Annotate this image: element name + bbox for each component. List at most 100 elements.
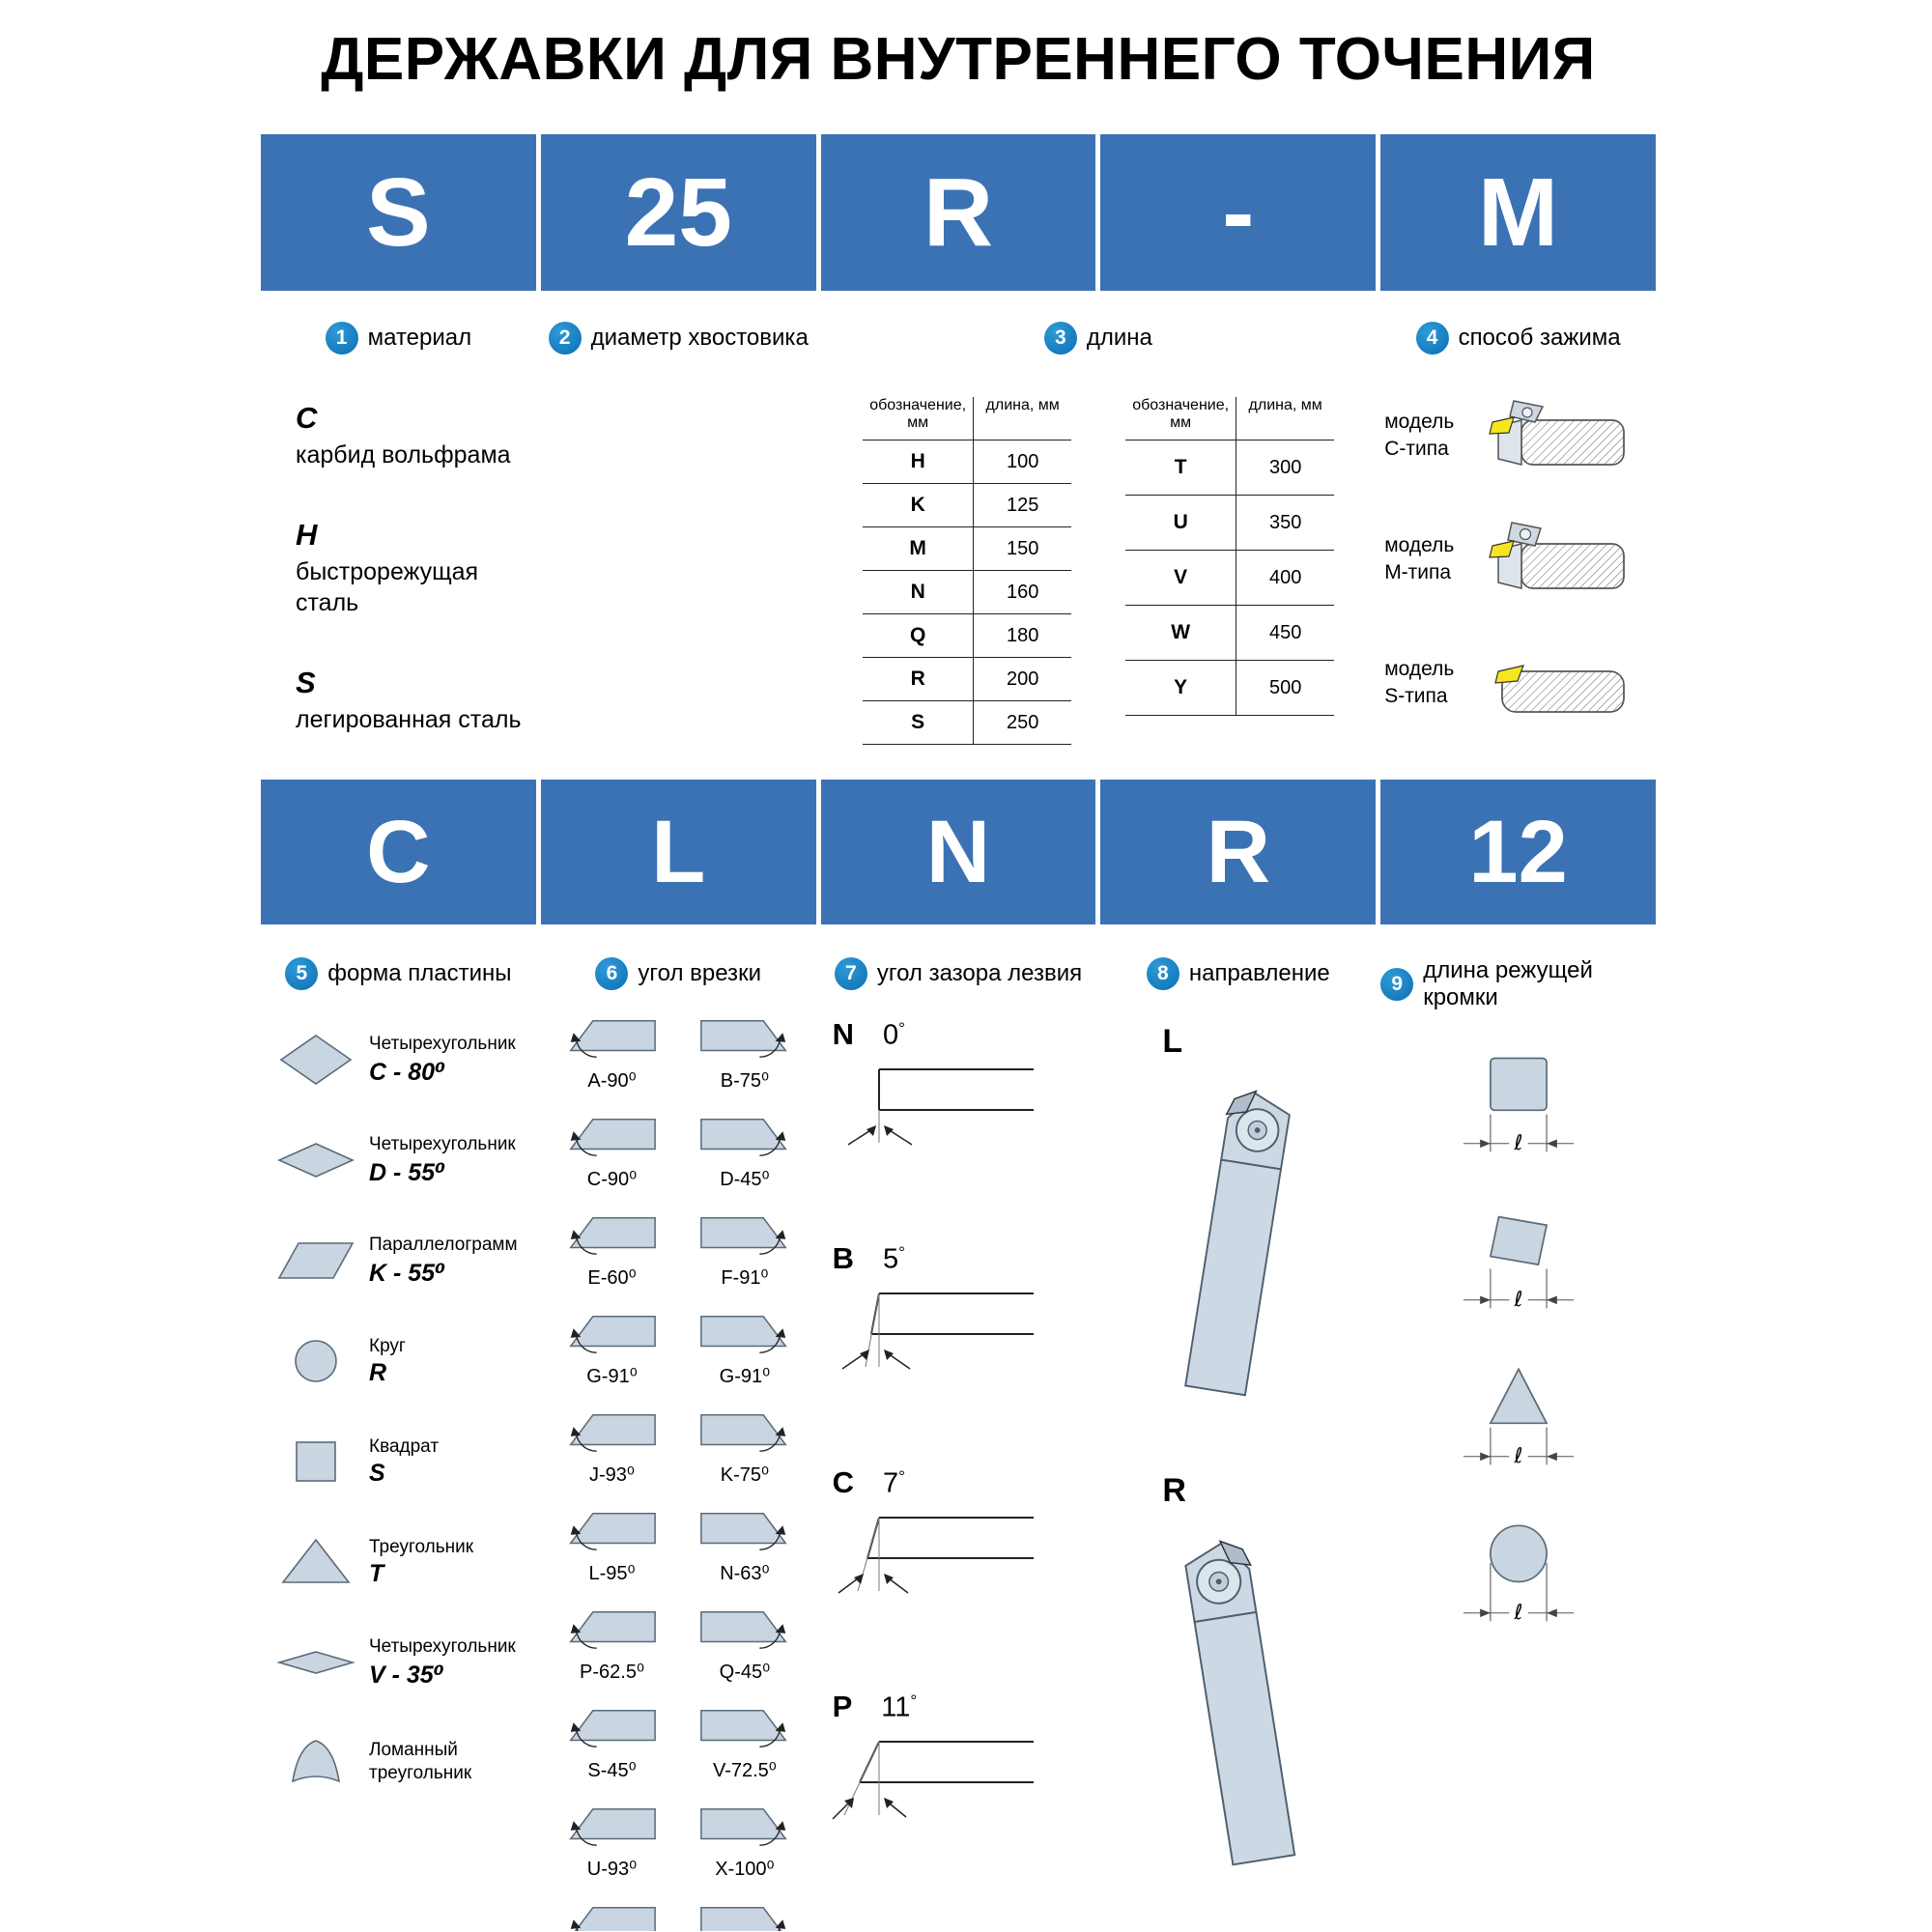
- badge-4: 4: [1415, 322, 1449, 355]
- clamp-model-c: модель C-типа: [1384, 393, 1656, 478]
- edge-length-parallelogram-icon: ℓ: [1463, 1215, 1574, 1312]
- length-code: T: [1125, 440, 1237, 495]
- approach-angle-label: P-62.5⁰: [580, 1662, 644, 1683]
- svg-text:ℓ: ℓ: [1513, 1131, 1522, 1155]
- approach-angle-item: P-62.5⁰: [549, 1606, 675, 1684]
- approach-angle-label: K-75⁰: [720, 1464, 770, 1486]
- shape-item-c80: Четырехугольник C - 80⁰: [276, 1029, 536, 1091]
- length-row: N 160: [862, 571, 1071, 614]
- length-table-head: обозначение, мм длина, мм: [862, 397, 1071, 440]
- clamp-c-type-icon: [1489, 400, 1625, 466]
- code-cell-approach-angle: L: [540, 780, 816, 924]
- approach-angle-item: X-100⁰: [681, 1804, 808, 1881]
- badge-1: 1: [325, 322, 358, 355]
- approach-angle-item: E-60⁰: [549, 1212, 675, 1290]
- approach-angle-item: G-91⁰: [549, 1311, 675, 1388]
- length-tables: обозначение, мм длина, мм H 100 K 125 M: [821, 397, 1377, 745]
- shape-item-v35: Четырехугольник V - 35⁰: [276, 1632, 536, 1693]
- approach-angle-label: B-75⁰: [720, 1070, 770, 1092]
- page: ДЕРЖАВКИ ДЛЯ ВНУТРЕННЕГО ТОЧЕНИЯ S 25 R …: [261, 0, 1656, 1931]
- tool-angle-icon: [569, 1610, 657, 1649]
- approach-angle-label: D-45⁰: [720, 1169, 770, 1190]
- section-edge-header: 9 длина режущей кромки: [1380, 957, 1656, 1011]
- shape-item-s: Квадрат S: [276, 1431, 536, 1492]
- section-direction: 8 направление L R: [1100, 932, 1376, 1931]
- approach-angle-item: S-45⁰: [549, 1705, 675, 1782]
- section-material-header: 1 материал: [261, 322, 536, 355]
- badge-6: 6: [595, 957, 629, 990]
- length-row: Q 180: [862, 614, 1071, 658]
- approach-angle-item: U-93⁰: [549, 1804, 675, 1881]
- section-length-header: 3 длина: [821, 322, 1377, 355]
- approach-angle-item: J-93⁰: [549, 1409, 675, 1487]
- badge-5: 5: [285, 957, 319, 990]
- tool-angle-icon: [700, 1315, 787, 1353]
- tool-angle-icon: [700, 1118, 787, 1156]
- approach-angle-item: B-75⁰: [681, 1015, 808, 1093]
- square-icon: [296, 1441, 336, 1482]
- length-code: M: [863, 527, 975, 570]
- tool-angle-icon: [700, 1610, 787, 1649]
- approach-angle-item: Q-45⁰: [681, 1606, 808, 1684]
- approach-angle-item: D-45⁰: [681, 1114, 808, 1191]
- badge-8: 8: [1146, 957, 1179, 990]
- diamond-35-icon: [276, 1651, 355, 1674]
- code-row-2: C L N R 12: [261, 780, 1656, 924]
- tool-angle-icon: [569, 1019, 657, 1058]
- section-length: 3 длина обозначение, мм длина, мм H 100: [821, 297, 1377, 780]
- approach-angle-label: U-93⁰: [586, 1859, 638, 1880]
- clamp-model-s: модель S-типа: [1384, 640, 1656, 725]
- tool-angle-icon: [571, 1906, 657, 1931]
- approach-angle-item: V-72.5⁰: [681, 1705, 808, 1782]
- length-value: 100: [1006, 450, 1039, 472]
- shape-item-r: Круг R: [276, 1330, 536, 1392]
- code-cell-edge-length: 12: [1380, 780, 1656, 924]
- length-code: V: [1125, 551, 1237, 605]
- length-value: 200: [1006, 668, 1039, 690]
- length-code: K: [863, 484, 975, 526]
- badge-3: 3: [1043, 322, 1077, 355]
- length-value: 500: [1268, 676, 1302, 698]
- badge-9: 9: [1380, 968, 1414, 1001]
- section-shape-header: 5 форма пластины: [261, 957, 536, 990]
- approach-angle-item: A-90⁰: [549, 1015, 675, 1093]
- approach-angle-item: N-63⁰: [681, 1508, 808, 1585]
- length-code: Y: [1125, 661, 1237, 715]
- approach-angle-label: S-45⁰: [587, 1760, 637, 1781]
- clearance-diagram-7deg: [838, 1517, 1034, 1594]
- parallelogram-icon: [277, 1242, 355, 1279]
- clearance-diagram-0deg: [847, 1068, 1034, 1146]
- material-item: C карбид вольфрама: [296, 401, 511, 469]
- diamond-80-icon: [279, 1035, 353, 1085]
- length-code: H: [863, 440, 975, 483]
- material-item: H быстрорежущая сталь: [296, 517, 479, 617]
- tool-angle-icon: [700, 1216, 787, 1255]
- tool-angle-icon: [569, 1512, 657, 1550]
- code-cell-dash: -: [1100, 134, 1377, 291]
- circle-icon: [295, 1340, 337, 1382]
- badge-7: 7: [834, 957, 867, 990]
- edge-length-circle-icon: ℓ: [1463, 1524, 1574, 1625]
- tool-angle-icon: [569, 1413, 657, 1452]
- shape-item-t: Треугольник T: [276, 1531, 536, 1593]
- approach-angle-item: L-95⁰: [549, 1508, 675, 1585]
- diamond-55-icon: [277, 1143, 355, 1178]
- approach-angle-label: Q-45⁰: [719, 1662, 771, 1683]
- approach-angle-item: K-75⁰: [681, 1409, 808, 1487]
- sections-row-1: 1 материал C карбид вольфрама H быстроре…: [261, 297, 1656, 780]
- direction-right-label: R: [1162, 1472, 1186, 1509]
- length-value: 350: [1268, 511, 1302, 533]
- tool-angle-icon: [700, 1413, 787, 1452]
- tool-angle-icon: [700, 1807, 787, 1846]
- length-row: M 150: [862, 527, 1071, 571]
- approach-angle-label: A-90⁰: [587, 1070, 637, 1092]
- code-row-1: S 25 R - M: [261, 134, 1656, 291]
- code-cell-direction: R: [1100, 780, 1377, 924]
- section-direction-header: 8 направление: [1100, 957, 1376, 990]
- approach-angle-label: F-91⁰: [721, 1267, 769, 1289]
- page-title: ДЕРЖАВКИ ДЛЯ ВНУТРЕННЕГО ТОЧЕНИЯ: [321, 26, 1596, 93]
- length-table-1: обозначение, мм длина, мм H 100 K 125 M: [862, 397, 1071, 745]
- material-item: S легированная сталь: [296, 665, 522, 733]
- length-value: 125: [1006, 494, 1039, 516]
- badge-2: 2: [548, 322, 582, 355]
